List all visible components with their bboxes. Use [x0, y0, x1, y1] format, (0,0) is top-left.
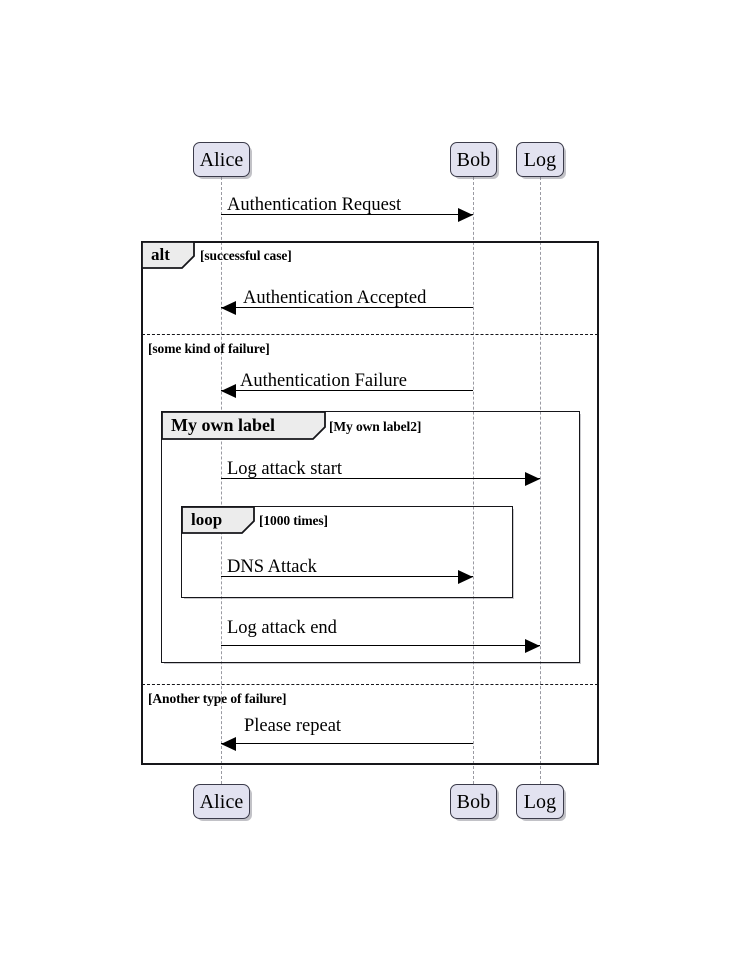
arrowhead-left: [221, 736, 236, 751]
message-line-m4: [221, 478, 540, 479]
message-label-m4: Log attack start: [227, 459, 343, 479]
arrowhead-right: [525, 638, 540, 653]
participant-label: Alice: [199, 790, 244, 813]
divider-guard: [Another type of failure]: [148, 691, 287, 706]
message-line-m6: [221, 645, 540, 646]
participant-bob-bottom[interactable]: Bob: [450, 784, 497, 819]
participant-label: Alice: [199, 148, 244, 171]
message-line-m3: [221, 390, 473, 391]
frame-tab-label: alt: [151, 245, 170, 264]
frame-tab-alt: alt: [141, 241, 195, 269]
participant-bob-top[interactable]: Bob: [450, 142, 497, 177]
lifeline-alice: [220, 177, 222, 784]
frame-tab-loop: loop: [181, 506, 255, 534]
group-frame: [161, 411, 580, 663]
arrowhead-left: [221, 300, 236, 315]
message-label-m7: Please repeat: [244, 716, 342, 736]
message-line-m7: [221, 743, 473, 744]
message-line-m2: [221, 307, 473, 308]
participant-log-top[interactable]: Log: [516, 142, 564, 177]
message-label-m5: DNS Attack: [227, 557, 317, 577]
message-line-m1: [221, 214, 473, 215]
divider-1: [142, 334, 598, 335]
frame-tab-label: My own label: [171, 415, 276, 435]
participant-label: Bob: [456, 148, 491, 171]
divider-guard: [some kind of failure]: [148, 341, 270, 356]
divider-2: [142, 684, 598, 685]
arrowhead-right: [525, 471, 540, 486]
message-label-m2: Authentication Accepted: [243, 288, 427, 308]
arrowhead-right: [458, 207, 473, 222]
loop-frame: [181, 506, 513, 598]
participant-label: Log: [523, 790, 557, 813]
lifeline-bob: [472, 177, 474, 784]
participant-alice-top[interactable]: Alice: [193, 142, 250, 177]
frame-tab-group: My own label: [161, 411, 326, 440]
participant-log-bottom[interactable]: Log: [516, 784, 564, 819]
frame-guard-group: [My own label2]: [329, 419, 422, 434]
message-label-m1: Authentication Request: [227, 195, 402, 215]
participant-alice-bottom[interactable]: Alice: [193, 784, 250, 819]
arrowhead-right: [458, 569, 473, 584]
frame-tab-label: loop: [191, 510, 223, 529]
frame-guard-alt: [successful case]: [200, 248, 292, 263]
participant-label: Bob: [456, 790, 491, 813]
participant-label: Log: [523, 148, 557, 171]
frame-guard-loop: [1000 times]: [259, 513, 328, 528]
message-label-m6: Log attack end: [227, 618, 337, 638]
lifeline-log: [539, 177, 541, 784]
arrowhead-left: [221, 383, 236, 398]
message-line-m5: [221, 576, 473, 577]
alt-frame: [141, 241, 599, 765]
message-label-m3: Authentication Failure: [240, 371, 407, 391]
